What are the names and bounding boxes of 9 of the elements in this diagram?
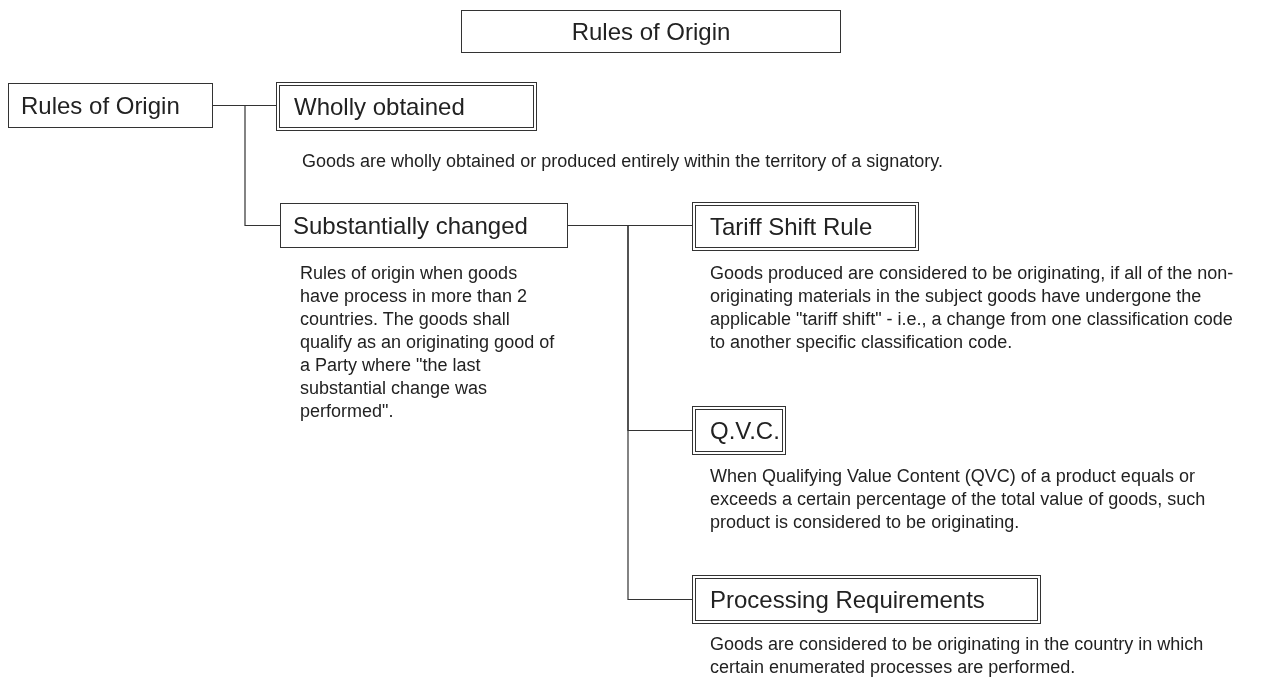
description-text: Goods are considered to be originating in the country in which certain enumerated processes are performed. (710, 633, 1205, 679)
category-box: Rules of Origin (8, 83, 213, 128)
category-box: Substantially changed (280, 203, 568, 248)
description-text: Goods produced are considered to be originating, if all of the non-originating materials in the subject goods have undergone the applicable "tariff shift" - i.e., a change from one classification code to another specific classification code. (710, 262, 1235, 354)
description-text: Goods are wholly obtained or produced entirely within the territory of a signatory. (302, 150, 944, 173)
heading-box: Rules of Origin (461, 10, 841, 53)
description-text: Rules of origin when goods have process in more than 2 countries. The goods shall qualify as an originating good of a Party where "the last substantial change was performed". (300, 262, 555, 423)
description-text: When Qualifying Value Content (QVC) of a product equals or exceeds a certain percentage of the total value of goods, such product is considered to be originating. (710, 465, 1207, 534)
connector-line (212, 104, 281, 227)
